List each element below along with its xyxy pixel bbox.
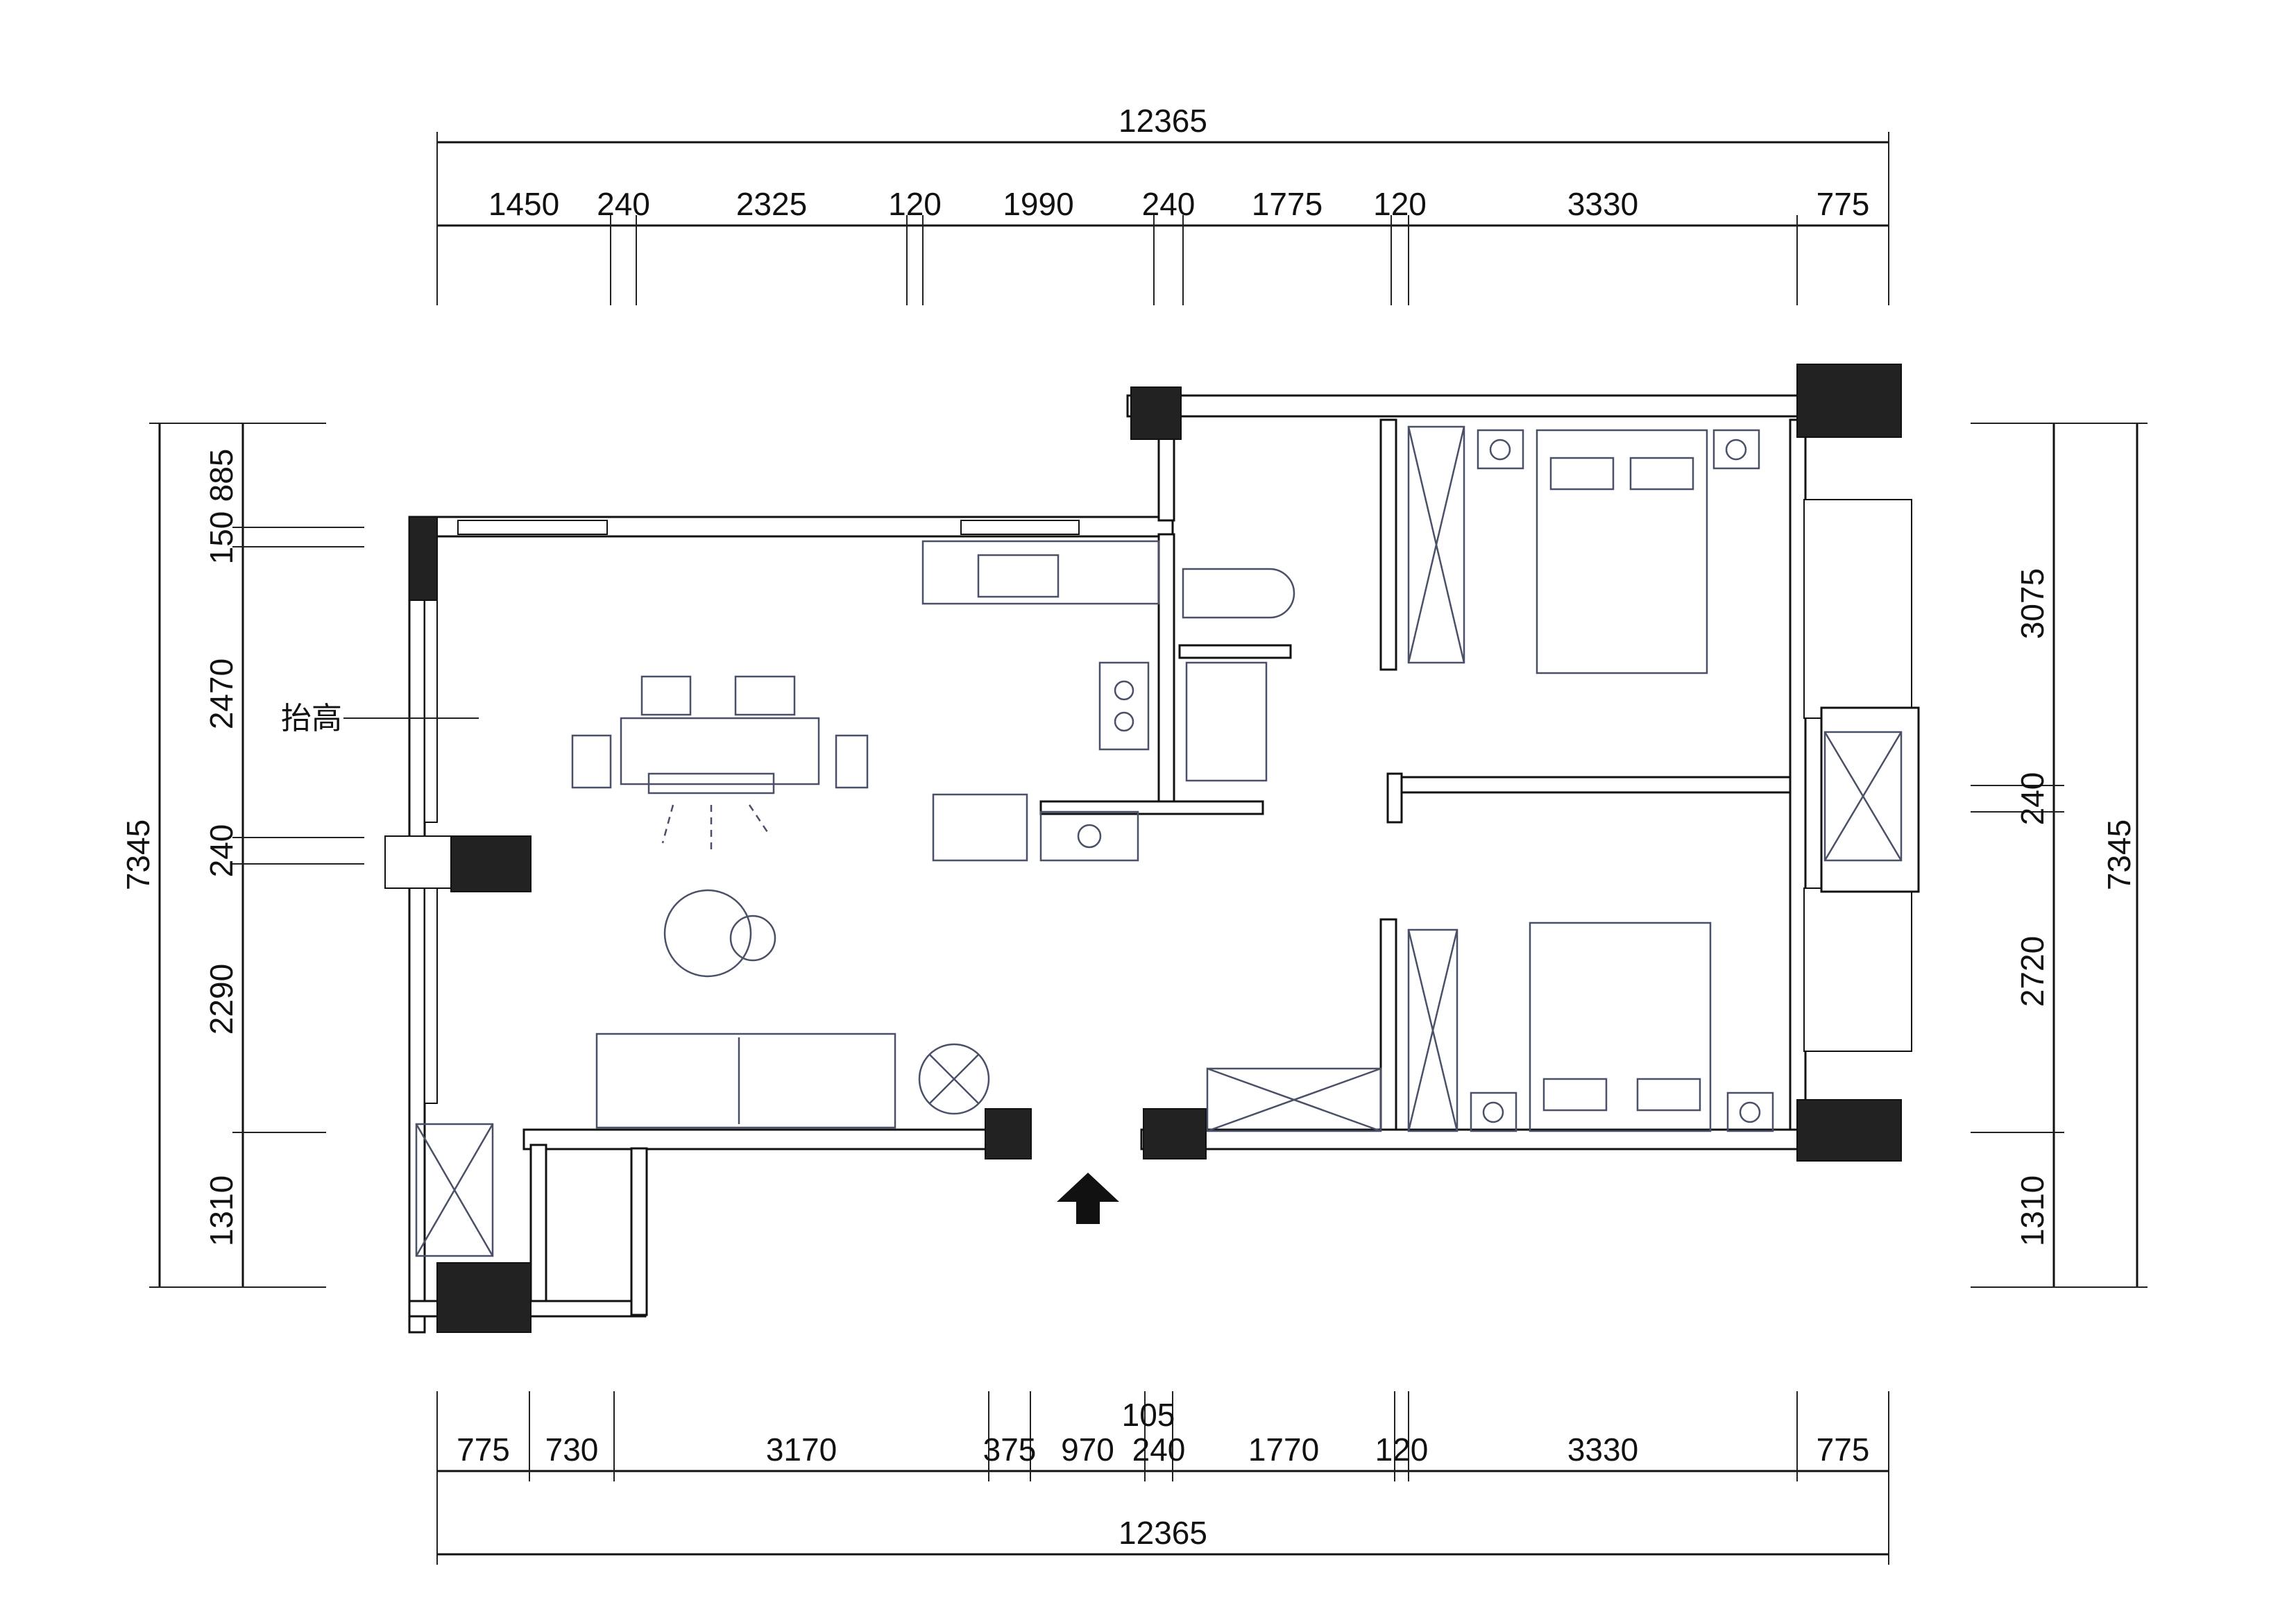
top-segment-dim: 775 bbox=[1817, 186, 1870, 222]
raised-floor-annotation: 抬高 bbox=[281, 701, 479, 736]
left-total-dim: 7345 bbox=[120, 819, 156, 890]
top-segment-dim: 120 bbox=[888, 186, 942, 222]
bottom-segment-dim: 120 bbox=[1375, 1431, 1429, 1468]
bed-lower bbox=[1529, 921, 1712, 1132]
dining-table bbox=[620, 717, 820, 785]
top-segment-dim: 240 bbox=[597, 186, 650, 222]
left-dimensions: 7345 885 150 2470 240 2290 1310 bbox=[120, 423, 364, 1288]
top-segment-dim: 1450 bbox=[488, 186, 559, 222]
top-segment-dim: 3330 bbox=[1567, 186, 1638, 222]
wardrobe bbox=[1407, 425, 1465, 664]
bed-upper bbox=[1536, 429, 1708, 674]
column bbox=[1796, 1099, 1902, 1162]
right-segment-dim: 240 bbox=[2014, 772, 2050, 826]
left-segment-dim: 885 bbox=[203, 449, 239, 502]
bottom-segment-dim: 3330 bbox=[1567, 1431, 1638, 1468]
column bbox=[436, 1262, 532, 1333]
top-total-dim: 12365 bbox=[1119, 103, 1207, 139]
bottom-segment-dim: 3170 bbox=[766, 1431, 837, 1468]
column bbox=[1130, 386, 1182, 440]
right-dimensions: 7345 3075 240 2720 1310 bbox=[1971, 423, 2148, 1288]
entrance-arrow-icon bbox=[1057, 1173, 1119, 1224]
coffee-table bbox=[663, 889, 752, 978]
columns bbox=[384, 364, 1902, 1333]
left-segment-dim: 2470 bbox=[203, 658, 239, 729]
top-segment-dim: 240 bbox=[1142, 186, 1196, 222]
bottom-segment-dim: 240 bbox=[1132, 1431, 1186, 1468]
column bbox=[409, 516, 438, 601]
right-segment-dim: 3075 bbox=[2014, 568, 2050, 639]
top-segment-dim: 1775 bbox=[1252, 186, 1323, 222]
top-dimensions: 12365 1450 240 2325 120 1990 240 1775 120 3330 77… bbox=[436, 103, 1889, 305]
right-total-dim: 7345 bbox=[2101, 819, 2137, 890]
sofa bbox=[595, 1033, 896, 1129]
raised-floor-label: 抬高 bbox=[281, 701, 342, 736]
right-segment-dim: 1310 bbox=[2014, 1175, 2050, 1246]
toilet bbox=[1182, 568, 1295, 619]
bottom-total-dim: 12365 bbox=[1119, 1515, 1207, 1551]
left-segment-dim: 2290 bbox=[203, 964, 239, 1035]
column bbox=[1796, 364, 1902, 438]
top-segment-dim: 120 bbox=[1373, 186, 1427, 222]
bottom-dimensions: 12365 105 775 730 3170 375 970 240 1770 120 3330… bbox=[436, 1391, 1889, 1565]
top-segment-dim: 2325 bbox=[736, 186, 807, 222]
wardrobe bbox=[1407, 928, 1459, 1132]
bottom-segment-dim: 775 bbox=[1817, 1431, 1870, 1468]
kitchen-counter bbox=[921, 540, 1160, 605]
column bbox=[450, 835, 532, 892]
left-segment-dim: 150 bbox=[203, 511, 239, 565]
bottom-segment-dim: 970 bbox=[1061, 1431, 1114, 1468]
column bbox=[985, 1108, 1032, 1159]
furniture bbox=[415, 425, 1903, 1257]
top-segment-dim: 1990 bbox=[1003, 186, 1073, 222]
bottom-segment-dim: 775 bbox=[457, 1431, 510, 1468]
right-segment-dim: 2720 bbox=[2014, 936, 2050, 1007]
bottom-segment-dim: 730 bbox=[545, 1431, 599, 1468]
bottom-extra-dim: 105 bbox=[1122, 1397, 1175, 1433]
bottom-segment-dim: 1770 bbox=[1248, 1431, 1319, 1468]
column bbox=[1143, 1108, 1207, 1159]
left-segment-dim: 1310 bbox=[203, 1175, 239, 1246]
walls bbox=[408, 394, 1920, 1334]
left-segment-dim: 240 bbox=[203, 824, 239, 878]
bottom-segment-dim: 375 bbox=[983, 1431, 1037, 1468]
